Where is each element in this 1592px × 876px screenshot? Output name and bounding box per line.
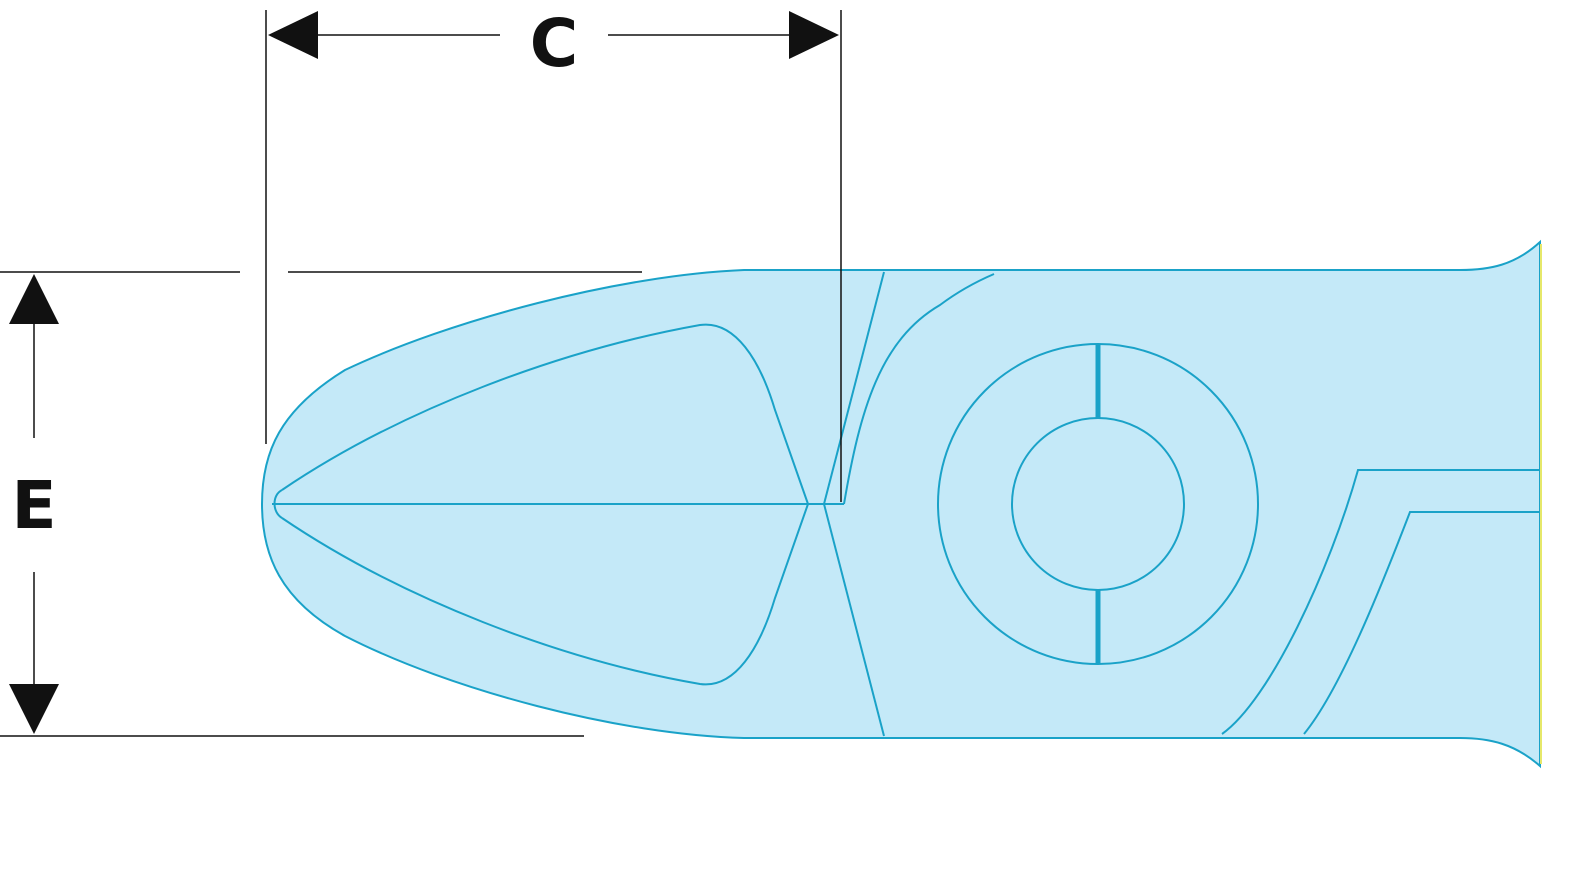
handle-groove-lower xyxy=(1303,511,1540,735)
c-arrow-right-icon xyxy=(789,11,839,59)
upper-neck-curve xyxy=(843,273,995,505)
lower-jaw-recess xyxy=(281,503,809,686)
upper-joint-line xyxy=(823,271,885,505)
plier-head xyxy=(260,239,1542,769)
dimension-c: C xyxy=(265,5,842,502)
plier-body-outline xyxy=(260,239,1541,769)
lower-joint-line xyxy=(823,503,885,737)
upper-jaw-recess xyxy=(281,323,809,505)
handle-groove-upper xyxy=(1221,469,1540,735)
dimension-c-label: C xyxy=(530,5,578,82)
e-arrow-down-icon xyxy=(9,684,59,734)
e-arrow-up-icon xyxy=(9,274,59,324)
c-arrow-left-icon xyxy=(268,11,318,59)
dimension-e: E xyxy=(0,271,642,737)
dimension-e-label: E xyxy=(11,467,56,544)
